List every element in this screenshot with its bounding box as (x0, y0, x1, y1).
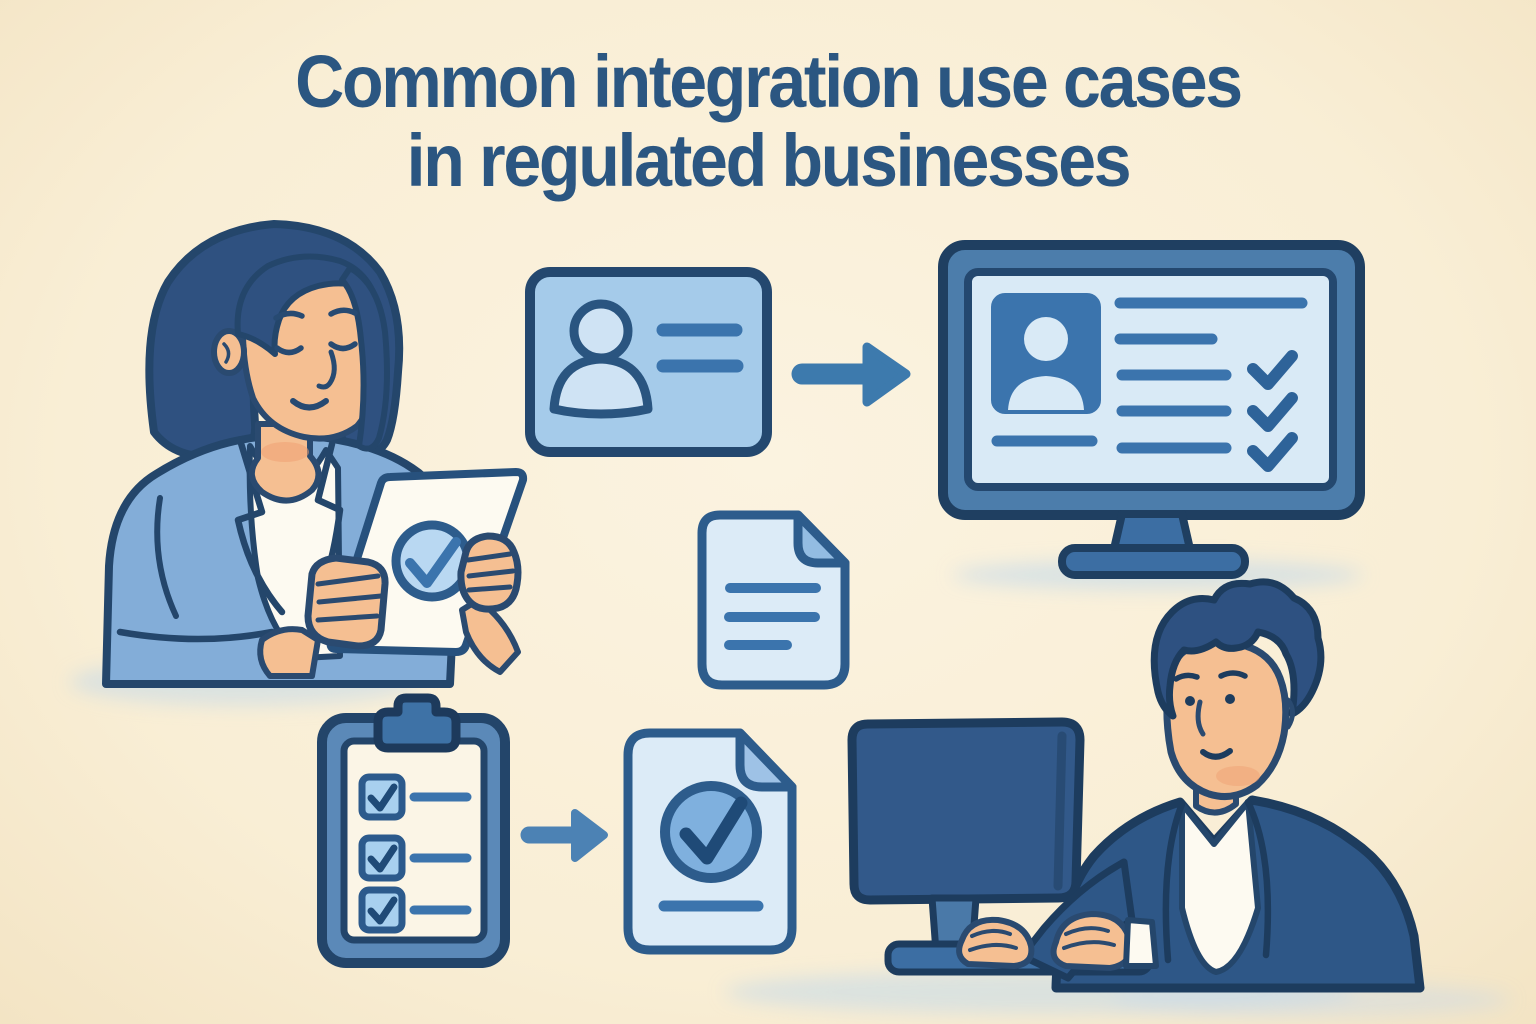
woman-mouth (290, 398, 329, 411)
man-hair (1150, 578, 1325, 720)
man-eye-left (1185, 696, 1195, 706)
document-fold-corner (793, 510, 850, 568)
monitor-stand (1110, 510, 1194, 553)
arrow-right-icon (791, 342, 911, 407)
verified-document-fold (735, 728, 797, 792)
woman-hand-right-fingers (465, 551, 516, 593)
screen-check-icon (1247, 432, 1298, 472)
woman-jacket-fold (154, 495, 179, 619)
woman-reviewing-document (102, 220, 528, 688)
man-eye-right (1225, 694, 1235, 704)
screen-check-icon (1247, 392, 1298, 432)
woman-ear-inner (222, 342, 231, 364)
woman-neck (249, 421, 322, 504)
screen-avatar-head (1024, 317, 1068, 361)
woman-brow-left (273, 310, 305, 321)
man-cheek-blush (1216, 766, 1260, 786)
woman-neck-shadow (261, 442, 309, 462)
woman-forearm-right (459, 597, 521, 675)
id-card-avatar-body (549, 354, 653, 419)
man-hand-right-fingers (1062, 926, 1116, 950)
man-shirt (1179, 799, 1261, 975)
id-card-avatar-head (569, 299, 633, 363)
checkbox-check-icon (367, 896, 398, 925)
woman-nose (316, 349, 337, 390)
woman-wrist (257, 626, 321, 679)
screen-check-icon (1247, 350, 1298, 390)
man-shirt-cuff (1123, 917, 1159, 969)
woman-brow-right (328, 307, 358, 317)
verified-document-icon (623, 728, 797, 955)
clipboard-clip (373, 693, 461, 753)
checkbox-check-icon (367, 783, 398, 812)
screen-avatar-body (1008, 376, 1084, 410)
arrow-right-icon (520, 809, 608, 862)
man-ear (1285, 697, 1295, 730)
checkbox-check-icon (367, 844, 398, 873)
woman-eye-right (328, 341, 358, 352)
title-line-1: Common integration use cases (295, 40, 1243, 123)
man-at-computer (847, 578, 1425, 993)
id-card-icon (525, 267, 772, 457)
woman-hair-strand (339, 265, 390, 452)
man-lapel-left (1162, 800, 1186, 964)
woman-eye-left (274, 345, 304, 356)
man-hand-left-fingers (968, 929, 1018, 952)
monitor-back-edge (1053, 731, 1067, 891)
man-lapel-right (1244, 798, 1272, 959)
woman-lapel-left (234, 436, 286, 616)
monitor-base (1058, 544, 1249, 579)
woman-hand-left-fingers (315, 573, 384, 623)
checklist-clipboard-icon (317, 693, 510, 968)
verified-check-icon (679, 796, 748, 865)
title-line-2: in regulated businesses (406, 119, 1132, 203)
page-title: Common integration use cases in regulate… (61, 40, 1474, 203)
workstation-monitor-back (847, 717, 1085, 905)
man-mouth (1200, 748, 1233, 760)
man-hand-left (956, 916, 1035, 969)
man-brow-right (1218, 670, 1248, 679)
held-document-check-icon (405, 537, 461, 588)
monitor-verification-screen-icon (938, 240, 1365, 579)
document-icon (697, 510, 850, 690)
man-brow-left (1173, 672, 1200, 682)
man-nose (1195, 699, 1206, 737)
woman-sleeve-line (116, 628, 276, 643)
